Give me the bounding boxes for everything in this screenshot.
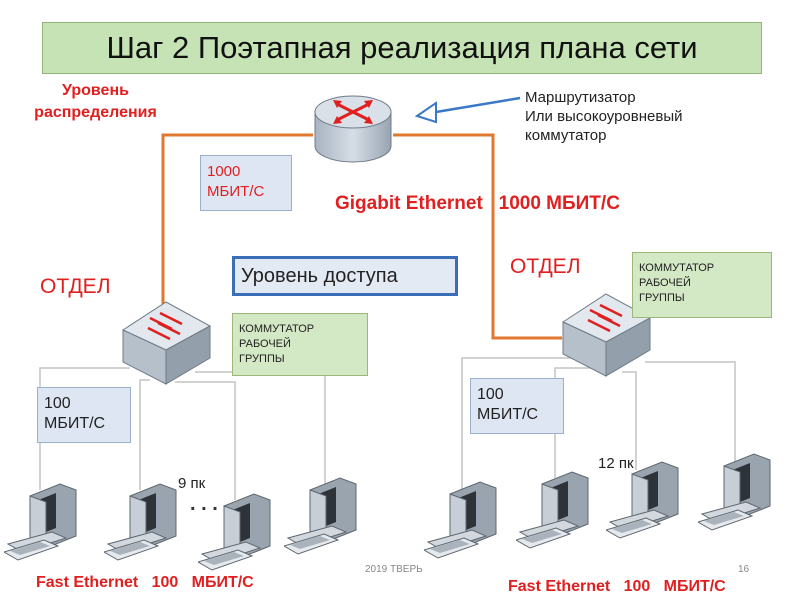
uplink-left — [161, 133, 313, 325]
router-note-line: Маршрутизатор — [525, 89, 636, 106]
right-pc-count: 12 пк — [598, 455, 634, 472]
switch-left-label: КОММУТАТОР РАБОЧЕЙ ГРУППЫ — [232, 313, 368, 376]
gigabit-ethernet-label: Gigabit Ethernet 1000 МБИТ/С — [335, 193, 620, 214]
switch-left-label-line: КОММУТАТОР — [239, 323, 315, 335]
switch-left-icon — [121, 301, 212, 385]
computer-icon — [4, 483, 77, 561]
arrow-to-router — [414, 96, 521, 124]
left-footer-label: Fast Ethernet 100 МБИТ/С — [36, 574, 254, 591]
uplink-speed-box: 1000 МБИТ/С — [200, 155, 292, 211]
switch-right-label-line: ГРУППЫ — [639, 292, 685, 304]
uplink-right — [393, 133, 562, 340]
left-speed-value: 100 — [44, 395, 71, 412]
left-speed-unit: МБИТ/С — [44, 415, 106, 432]
page-title: Шаг 2 Поэтапная реализация плана сети — [106, 30, 698, 65]
switch-left-label-line: РАБОЧЕЙ — [239, 338, 291, 350]
computer-icon — [698, 453, 771, 531]
router-note-line: коммутатор — [525, 127, 607, 144]
computer-icon — [104, 483, 177, 561]
left-pc-count: 9 пк — [178, 475, 206, 492]
uplink-speed-value: 1000 — [207, 163, 241, 180]
distribution-level-label: Уровень распределения — [34, 82, 157, 121]
switch-right-label-line: КОММУТАТОР — [639, 262, 715, 274]
footer-center: 2019 ТВЕРЬ — [365, 564, 423, 575]
department-left-label: ОТДЕЛ — [40, 275, 111, 298]
computer-icon — [284, 477, 357, 555]
computer-icon — [516, 471, 589, 549]
switch-right-icon — [561, 293, 652, 377]
switch-right-label-line: РАБОЧЕЙ — [639, 277, 691, 289]
uplink-speed-unit: МБИТ/С — [207, 183, 265, 200]
right-speed-unit: МБИТ/С — [477, 406, 539, 423]
access-level-text: Уровень доступа — [241, 265, 398, 287]
router-note: Маршрутизатор Или высокоуровневый коммут… — [525, 88, 683, 145]
switch-left-label-line: ГРУППЫ — [239, 353, 285, 365]
right-footer-label: Fast Ethernet 100 МБИТ/С — [508, 578, 726, 595]
computer-icon — [606, 461, 679, 539]
router-note-line: Или высокоуровневый — [525, 108, 683, 125]
switch-right-label: КОММУТАТОР РАБОЧЕЙ ГРУППЫ — [632, 252, 772, 318]
right-speed-box: 100 МБИТ/С — [470, 378, 564, 434]
right-access-cables — [461, 357, 736, 490]
department-right-label: ОТДЕЛ — [510, 255, 581, 278]
computer-icon — [424, 481, 497, 559]
computer-icon — [198, 493, 271, 571]
right-speed-value: 100 — [477, 386, 504, 403]
ellipsis: . . . — [190, 493, 218, 515]
title-banner: Шаг 2 Поэтапная реализация плана сети — [42, 22, 762, 74]
access-level-label: Уровень доступа — [232, 256, 458, 296]
left-speed-box: 100 МБИТ/С — [37, 387, 131, 443]
page-number: 16 — [738, 564, 750, 575]
router-icon — [314, 95, 392, 163]
